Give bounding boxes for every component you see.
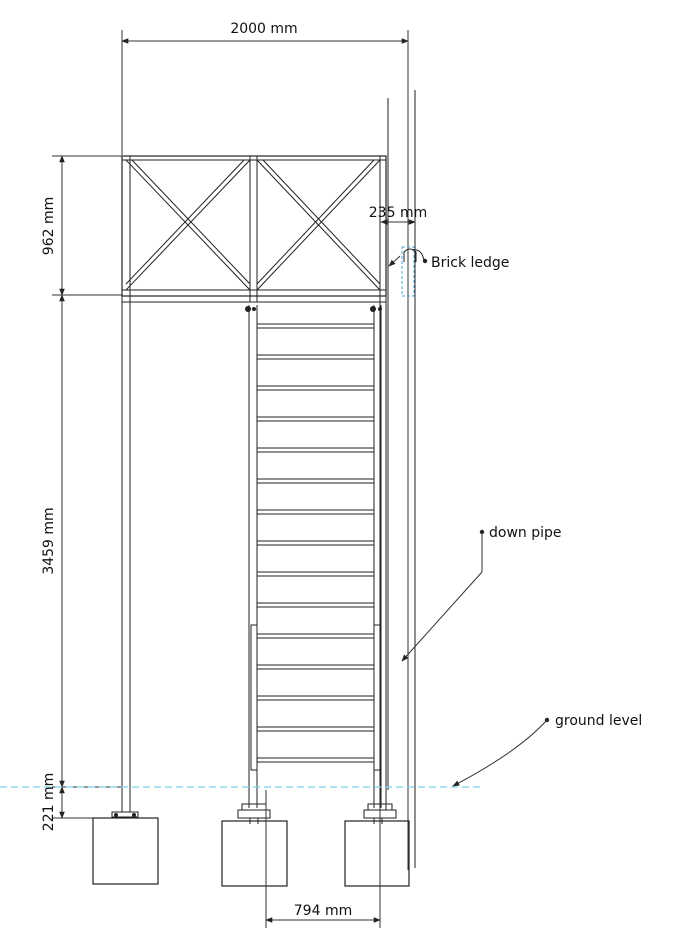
left-dimension-chain: 962 mm 3459 mm 221 mm <box>41 155 122 831</box>
footing-middle <box>221 820 288 887</box>
ground-level-callout: ground level <box>452 713 642 787</box>
upper-frame <box>121 155 387 303</box>
brick-ledge: Brick ledge <box>388 246 509 297</box>
ladder-rungs <box>257 323 374 763</box>
down-pipe-callout: down pipe <box>401 525 562 662</box>
ledge-offset-dimension: 235 mm <box>369 205 427 225</box>
ladder <box>245 305 382 808</box>
width-dimension-label: 2000 mm <box>230 21 297 37</box>
down-pipe-label: down pipe <box>489 525 562 541</box>
width-dimension: 2000 mm <box>121 21 409 870</box>
ledge-offset-label: 235 mm <box>369 205 427 221</box>
footing-spacing-label: 794 mm <box>294 903 352 919</box>
brick-ledge-label: Brick ledge <box>431 255 509 271</box>
ladder-height-label: 3459 mm <box>41 507 57 574</box>
ground-level-label: ground level <box>555 713 642 729</box>
footing-spacing-dimension: 794 mm <box>265 790 381 928</box>
footing-height-label: 221 mm <box>41 773 57 831</box>
footing-left <box>92 817 159 885</box>
footings <box>92 817 410 887</box>
columns <box>121 90 416 868</box>
footing-right <box>344 820 410 887</box>
frame-height-label: 962 mm <box>41 197 57 255</box>
